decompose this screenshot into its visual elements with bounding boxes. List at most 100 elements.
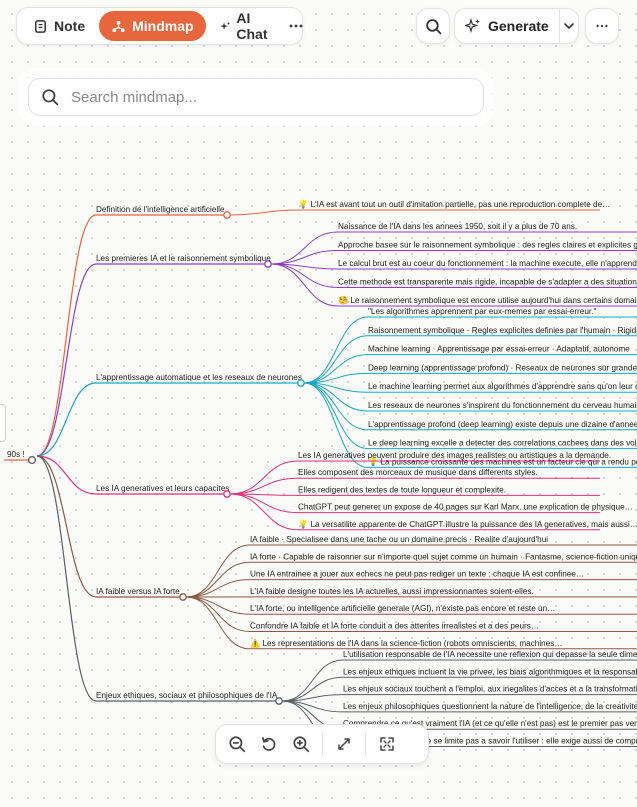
child-connector	[303, 335, 369, 384]
tab-ai-chat[interactable]: AI Chat	[208, 10, 284, 42]
branch-collapse-toggle[interactable]	[275, 697, 283, 705]
root-node-label[interactable]: 90s !	[7, 450, 25, 459]
child-node-label[interactable]: Elles composent des morceaux de musique …	[298, 468, 538, 477]
search-input[interactable]	[69, 87, 473, 107]
child-node-label[interactable]: Les enjeux philosophiques questionnent l…	[343, 702, 637, 711]
child-connector	[270, 250, 339, 265]
child-node-label[interactable]: Elles redigent des textes de toute longu…	[298, 485, 506, 494]
child-node-label[interactable]: Machine learning · Apprentissage par ess…	[368, 345, 630, 354]
child-node-label[interactable]: Les IA generatives peuvent produire des …	[298, 451, 611, 460]
branch-label[interactable]: IA faible versus IA forte	[96, 587, 180, 596]
more-horizontal-icon	[289, 24, 303, 28]
tab-mindmap[interactable]: Mindmap	[99, 11, 206, 41]
child-node-label[interactable]: ChatGPT peut generer un expose de 40 pag…	[298, 503, 633, 512]
child-connector	[185, 596, 251, 632]
child-node-label[interactable]: IA faible · Specialisee dans une tache o…	[250, 535, 548, 544]
child-connector	[229, 493, 299, 531]
child-node-label[interactable]: Une IA entrainee a jouer aux echecs ne p…	[250, 570, 584, 579]
tab-ai-chat-label: AI Chat	[236, 10, 268, 42]
tab-note[interactable]: Note	[21, 11, 97, 41]
child-node-label[interactable]: Le deep learning excelle a detecter des …	[368, 439, 637, 448]
child-node-label[interactable]: Confondre IA faible et IA forte conduit …	[250, 622, 539, 631]
zoom-in-button[interactable]	[286, 729, 316, 759]
child-connector	[303, 316, 369, 384]
generate-dropdown-button[interactable]	[560, 20, 578, 32]
branch-collapse-toggle[interactable]	[264, 260, 272, 268]
child-connector	[185, 579, 251, 598]
branch-label[interactable]: Les IA generatives et leurs capacites	[96, 484, 229, 493]
search-button[interactable]	[416, 8, 450, 44]
fullscreen-icon	[380, 737, 394, 751]
branch-collapse-toggle[interactable]	[223, 490, 231, 498]
generate-label: Generate	[488, 18, 549, 34]
search-icon	[42, 89, 59, 106]
child-connector	[185, 596, 251, 650]
tab-mindmap-label: Mindmap	[132, 18, 194, 34]
child-node-label[interactable]: L'apprentissage profond (deep learning) …	[368, 420, 637, 429]
toolbar-divider	[365, 733, 366, 755]
child-node-label[interactable]: L'utilisation responsable de l'IA necess…	[343, 650, 637, 659]
child-node-label[interactable]: Comprendre ce qu'est vraiment l'IA (et c…	[343, 719, 637, 728]
child-connector	[303, 382, 369, 412]
child-node-label[interactable]: IA forte · Capable de raisonner sur n'im…	[250, 552, 637, 561]
branch-label[interactable]: Les premieres IA et le raisonnement symb…	[96, 254, 271, 263]
branch-collapse-toggle[interactable]	[179, 593, 187, 601]
view-tabs: Note Mindmap AI Chat	[16, 7, 303, 45]
child-node-label[interactable]: Deep learning (apprentissage profond) · …	[368, 363, 637, 372]
rotate-ccw-icon	[261, 736, 276, 751]
zoom-controls	[215, 724, 429, 764]
branch-label[interactable]: Enjeux ethiques, sociaux et philosophiqu…	[96, 691, 278, 700]
zoom-out-button[interactable]	[222, 729, 252, 759]
child-node-label[interactable]: "Les algorithmes apprennent par eux-meme…	[368, 307, 596, 316]
search-icon	[425, 18, 441, 34]
child-connector	[185, 596, 251, 615]
child-node-label[interactable]: 💡 La maitrise de l'IA ne se limite pas a…	[343, 736, 637, 746]
child-node-label[interactable]: Le calcul brut est au coeur du fonctionn…	[338, 259, 637, 268]
fit-view-button[interactable]	[329, 729, 359, 759]
child-connector	[270, 263, 339, 288]
fullscreen-button[interactable]	[372, 729, 402, 759]
child-connector	[229, 460, 299, 495]
branch-connector	[36, 455, 97, 495]
child-node-label[interactable]: ⚠️ Les representations de l'IA dans la s…	[250, 638, 563, 648]
reset-view-button[interactable]	[254, 729, 284, 759]
more-options-button[interactable]	[288, 12, 304, 40]
branch-label[interactable]: Definition de l'intelligence artificiell…	[96, 205, 225, 214]
generate-button[interactable]: Generate	[455, 9, 560, 43]
branch-collapse-toggle[interactable]	[297, 379, 305, 387]
tab-note-label: Note	[54, 18, 86, 34]
child-node-label[interactable]: Cette methode est transparente mais rigi…	[338, 278, 637, 287]
branch-connector	[36, 263, 97, 457]
child-node-label[interactable]: Naissance de l'IA dans les annees 1950, …	[338, 222, 577, 231]
child-connector	[229, 209, 299, 216]
sidebar-handle[interactable]	[0, 404, 6, 442]
child-node-label[interactable]: Les reseaux de neurones s'inspirent du f…	[368, 401, 637, 410]
child-node-label[interactable]: Raisonnement symbolique · Regles explici…	[368, 326, 637, 335]
branch-collapse-toggle[interactable]	[223, 211, 231, 219]
child-node-label[interactable]: Les enjeux ethiques incluent la vie priv…	[343, 667, 637, 676]
toolbar-divider	[322, 733, 323, 755]
chevron-down-icon	[564, 23, 574, 30]
branch-connector	[36, 382, 97, 457]
child-node-label[interactable]: L'IA faible designe toutes les IA actuel…	[250, 587, 534, 596]
child-connector	[229, 493, 299, 514]
branch-label[interactable]: L'apprentissage automatique et les resea…	[96, 373, 302, 382]
menu-button[interactable]	[585, 8, 619, 44]
root-collapse-toggle[interactable]	[27, 455, 37, 465]
child-node-label[interactable]: Approche basee sur le raisonnement symbo…	[338, 241, 637, 250]
child-connector	[303, 382, 369, 468]
child-connector	[185, 561, 251, 598]
magic-sparkle-icon	[465, 18, 480, 34]
child-connector	[270, 231, 339, 265]
child-node-label[interactable]: Les enjeux sociaux touchent a l'emploi, …	[343, 685, 637, 694]
branch-connector	[36, 455, 97, 598]
generate-button-group: Generate	[454, 8, 579, 44]
child-connector	[229, 477, 299, 495]
child-node-label[interactable]: Le machine learning permet aux algorithm…	[368, 382, 637, 391]
child-node-label[interactable]: L'IA forte, ou intelligence artificielle…	[250, 604, 555, 613]
child-node-label[interactable]: 💡 La versatilite apparente de ChatGPT il…	[298, 519, 637, 529]
child-node-label[interactable]: 🧐 Le raisonnement symbolique est encore …	[338, 295, 637, 305]
child-node-label[interactable]: 💡 L'IA est avant tout un outil d'imitati…	[298, 199, 610, 209]
child-connector	[303, 382, 369, 450]
